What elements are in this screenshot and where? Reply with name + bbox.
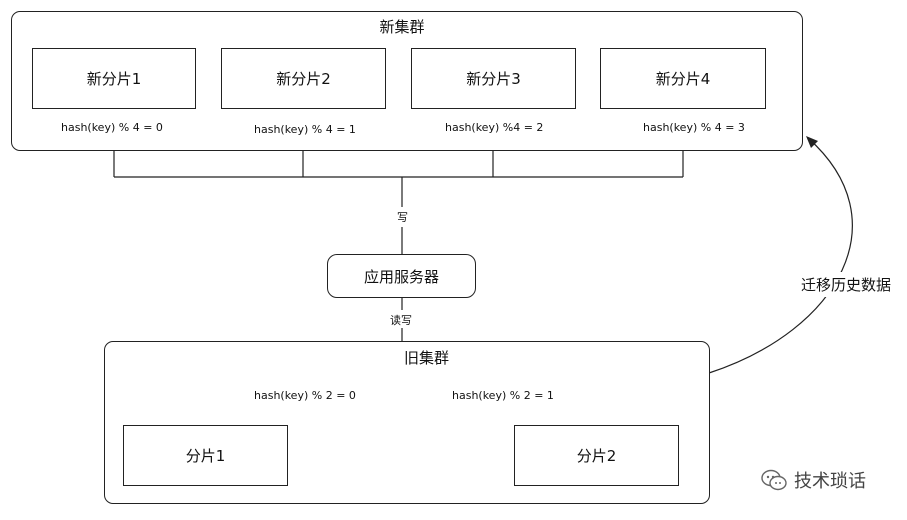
new-shard-4-hash: hash(key) % 4 = 3 bbox=[641, 121, 747, 134]
read-write-label: 读写 bbox=[388, 312, 414, 328]
watermark-text: 技术琐话 bbox=[794, 471, 866, 492]
new-shard-2[interactable]: 新分片2 bbox=[221, 48, 386, 109]
new-shard-4[interactable]: 新分片4 bbox=[600, 48, 766, 109]
app-server[interactable]: 应用服务器 bbox=[327, 254, 476, 298]
old-cluster-title: 旧集群 bbox=[404, 349, 450, 367]
old-shard-2-hash: hash(key) % 2 = 1 bbox=[450, 389, 556, 402]
new-shard-3-hash: hash(key) %4 = 2 bbox=[443, 121, 546, 134]
write-label: 写 bbox=[395, 209, 410, 225]
old-shard-1-hash: hash(key) % 2 = 0 bbox=[252, 389, 358, 402]
new-shard-1[interactable]: 新分片1 bbox=[32, 48, 196, 109]
migrate-label: 迁移历史数据 bbox=[798, 272, 895, 297]
new-cluster-title: 新集群 bbox=[379, 18, 425, 36]
chat-bubble-icon bbox=[761, 469, 787, 491]
new-shard-1-hash: hash(key) % 4 = 0 bbox=[59, 121, 165, 134]
new-shard-2-hash: hash(key) % 4 = 1 bbox=[252, 123, 358, 136]
old-shard-1[interactable]: 分片1 bbox=[123, 425, 288, 486]
watermark: 技术琐话 bbox=[760, 467, 866, 493]
old-shard-2[interactable]: 分片2 bbox=[514, 425, 679, 486]
arrowhead-icon bbox=[806, 136, 818, 148]
new-shard-3[interactable]: 新分片3 bbox=[411, 48, 576, 109]
